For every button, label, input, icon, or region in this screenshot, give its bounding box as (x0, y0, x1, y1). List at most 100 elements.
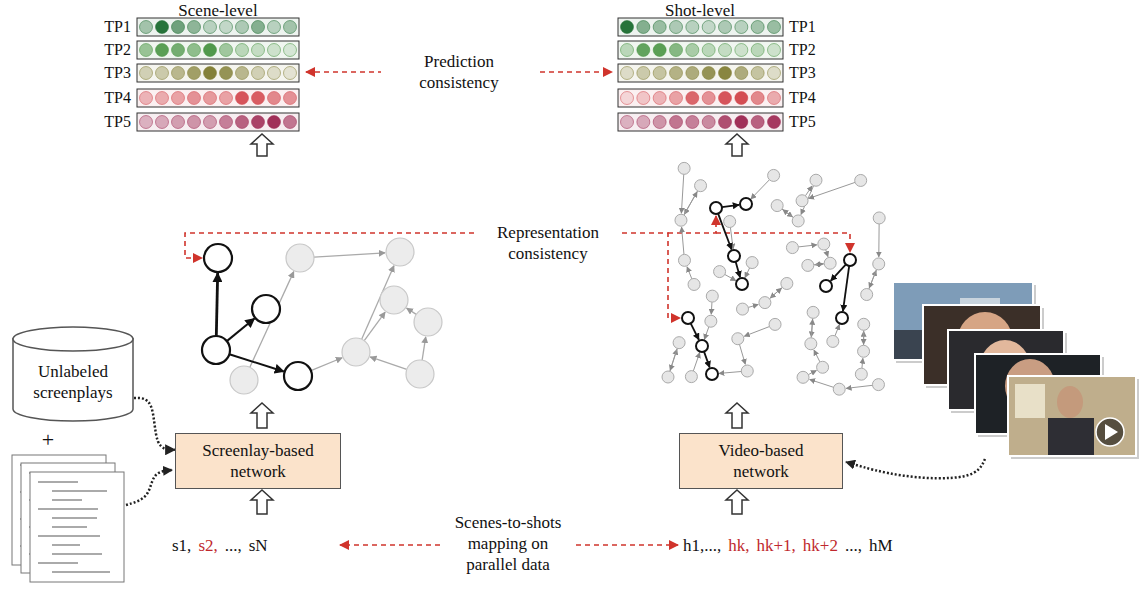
graph-node (732, 333, 744, 345)
graph-edge (725, 274, 736, 280)
probability-cell (284, 116, 297, 129)
probability-cell (252, 116, 265, 129)
probability-cell (172, 44, 185, 57)
graph-node (724, 216, 736, 228)
bar-cells (621, 116, 781, 129)
graph-node-highlight (740, 198, 752, 210)
graph-edge (805, 186, 812, 196)
probability-cell (236, 116, 249, 129)
probability-cell (768, 44, 781, 57)
shot-sequence: hk+2 (803, 535, 838, 556)
graph-node (797, 371, 809, 383)
input-arrow (846, 459, 985, 478)
graph-edge (250, 272, 294, 368)
probability-cell (188, 116, 201, 129)
graph-edge (770, 287, 782, 298)
graph-node (802, 259, 814, 271)
graph-node (737, 303, 749, 315)
graph-edge (808, 370, 816, 374)
probability-cell (637, 67, 650, 80)
page-line (52, 499, 82, 501)
graph-node (414, 308, 442, 336)
graph-edge-highlight (704, 352, 710, 368)
graph-node (807, 306, 819, 318)
probability-cell (686, 67, 699, 80)
consistency-arrow (716, 233, 850, 252)
shot-sequence: h1,..., (683, 535, 721, 556)
probability-cell (140, 92, 153, 105)
graph-edge (370, 357, 407, 370)
graph-node (781, 277, 793, 289)
graph-edge (740, 344, 746, 364)
probability-cell (751, 21, 764, 34)
graph-node (786, 242, 798, 254)
probability-cell (252, 44, 265, 57)
probability-cell (188, 21, 201, 34)
plus-sign: + (42, 427, 54, 453)
graph-node-highlight (682, 312, 694, 324)
shot-graph (662, 162, 885, 395)
probability-cell (156, 67, 169, 80)
probability-cell (719, 21, 732, 34)
flow-arrow (726, 490, 748, 514)
consistency-arrow (340, 544, 440, 546)
probability-cell (140, 67, 153, 80)
probability-cell (621, 92, 634, 105)
probability-cell (751, 92, 764, 105)
data-store-cylinder: Unlabeled screenplays (12, 326, 134, 422)
graph-node (678, 162, 690, 174)
graph-edge-highlight (227, 319, 255, 342)
graph-edge-highlight (722, 205, 739, 207)
page-sheet (30, 472, 124, 582)
graph-edge (311, 358, 342, 371)
probability-cell (768, 21, 781, 34)
consistency-label: Prediction consistency (381, 51, 537, 93)
graph-node (817, 361, 829, 373)
flow-arrow (251, 490, 273, 514)
graph-node (873, 258, 885, 270)
graph-node (688, 278, 700, 290)
probability-cell (768, 67, 781, 80)
page-line (52, 571, 110, 573)
probability-cell (236, 92, 249, 105)
graph-edge (869, 270, 876, 288)
graph-node (810, 174, 822, 186)
still-detail (1015, 384, 1045, 418)
graph-edge (681, 174, 683, 213)
graph-node-highlight (820, 280, 832, 292)
probability-cell (686, 21, 699, 34)
graph-node (342, 338, 370, 366)
graph-node (706, 290, 718, 302)
probability-cell (156, 44, 169, 57)
scene-sequence: s1, (172, 535, 191, 556)
turning-point-label: TP5 (104, 112, 131, 132)
probability-cell (172, 67, 185, 80)
probability-cell (735, 44, 748, 57)
probability-cell (140, 21, 153, 34)
graph-edge (745, 268, 750, 278)
flow-arrow (726, 134, 748, 156)
graph-edge (684, 191, 697, 214)
probability-cell (670, 92, 683, 105)
still-detail (1057, 386, 1083, 418)
probability-cell (653, 44, 666, 57)
graph-edge (835, 325, 839, 336)
probability-cell (735, 116, 748, 129)
graph-edge (798, 245, 816, 247)
probability-cell (719, 67, 732, 80)
bar-frame (618, 89, 783, 107)
graph-node (386, 238, 414, 266)
bar-cells (621, 92, 781, 105)
graph-node (714, 266, 726, 278)
still-detail (1048, 418, 1094, 455)
graph-node (759, 297, 771, 309)
probability-cell (621, 67, 634, 80)
probability-cell (220, 116, 233, 129)
flow-arrow (251, 134, 273, 156)
graph-edge (815, 263, 824, 265)
graph-edge (783, 210, 794, 218)
probability-cell (268, 92, 281, 105)
turning-point-label: TP4 (789, 88, 816, 108)
still-frame (1008, 376, 1136, 456)
probability-cell (268, 67, 281, 80)
